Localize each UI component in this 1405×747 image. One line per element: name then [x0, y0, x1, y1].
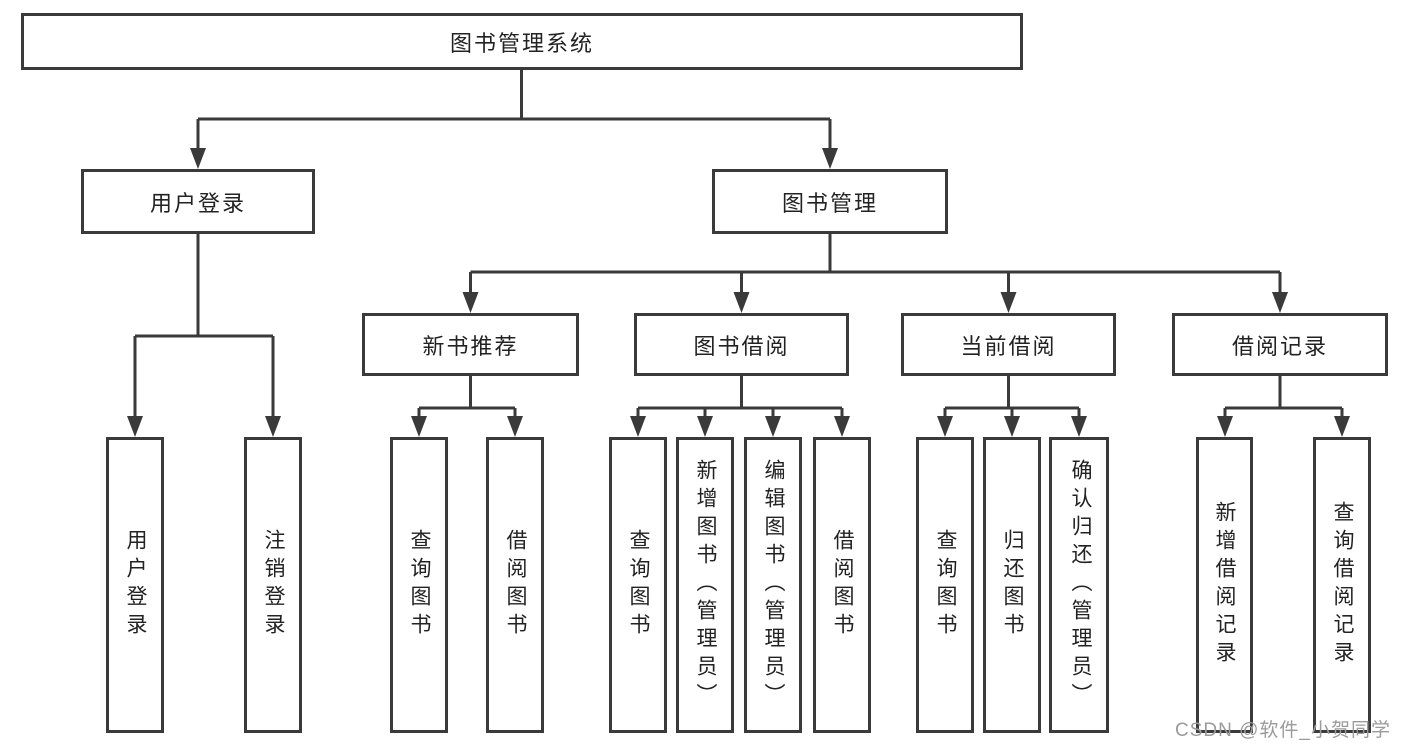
node-library-management-system: 图书管理系统	[21, 13, 1023, 70]
leaf-query-books-recommend: 查询图书	[390, 437, 448, 733]
node-user-login: 用户登录	[81, 169, 315, 234]
leaf-borrow-books-recommend: 借阅图书	[486, 437, 544, 733]
leaf-return-books: 归还图书	[983, 437, 1041, 733]
node-book-borrowing: 图书借阅	[634, 313, 849, 376]
leaf-edit-books-admin: 编辑图书（管理员）	[744, 437, 802, 733]
arrowhead-icons	[127, 148, 1350, 437]
leaf-user-login: 用户登录	[106, 437, 164, 733]
node-borrowing-records: 借阅记录	[1172, 313, 1388, 376]
leaf-query-books-current: 查询图书	[916, 437, 974, 733]
leaf-add-books-admin: 新增图书（管理员）	[676, 437, 734, 733]
leaf-borrow-books-borrowing: 借阅图书	[813, 437, 871, 733]
node-current-borrowing: 当前借阅	[901, 313, 1116, 376]
leaf-add-borrow-record: 新增借阅记录	[1196, 437, 1253, 733]
leaf-query-books-borrowing: 查询图书	[609, 437, 667, 733]
leaf-query-borrow-record: 查询借阅记录	[1313, 437, 1371, 733]
connector-path	[133, 69, 1344, 420]
node-book-management: 图书管理	[712, 169, 948, 234]
node-new-book-recommendation: 新书推荐	[362, 313, 579, 376]
watermark-text: CSDN @软件_小贺同学	[1175, 720, 1391, 741]
leaf-confirm-return-admin: 确认归还（管理员）	[1049, 437, 1109, 733]
leaf-logout-login: 注销登录	[244, 437, 302, 733]
